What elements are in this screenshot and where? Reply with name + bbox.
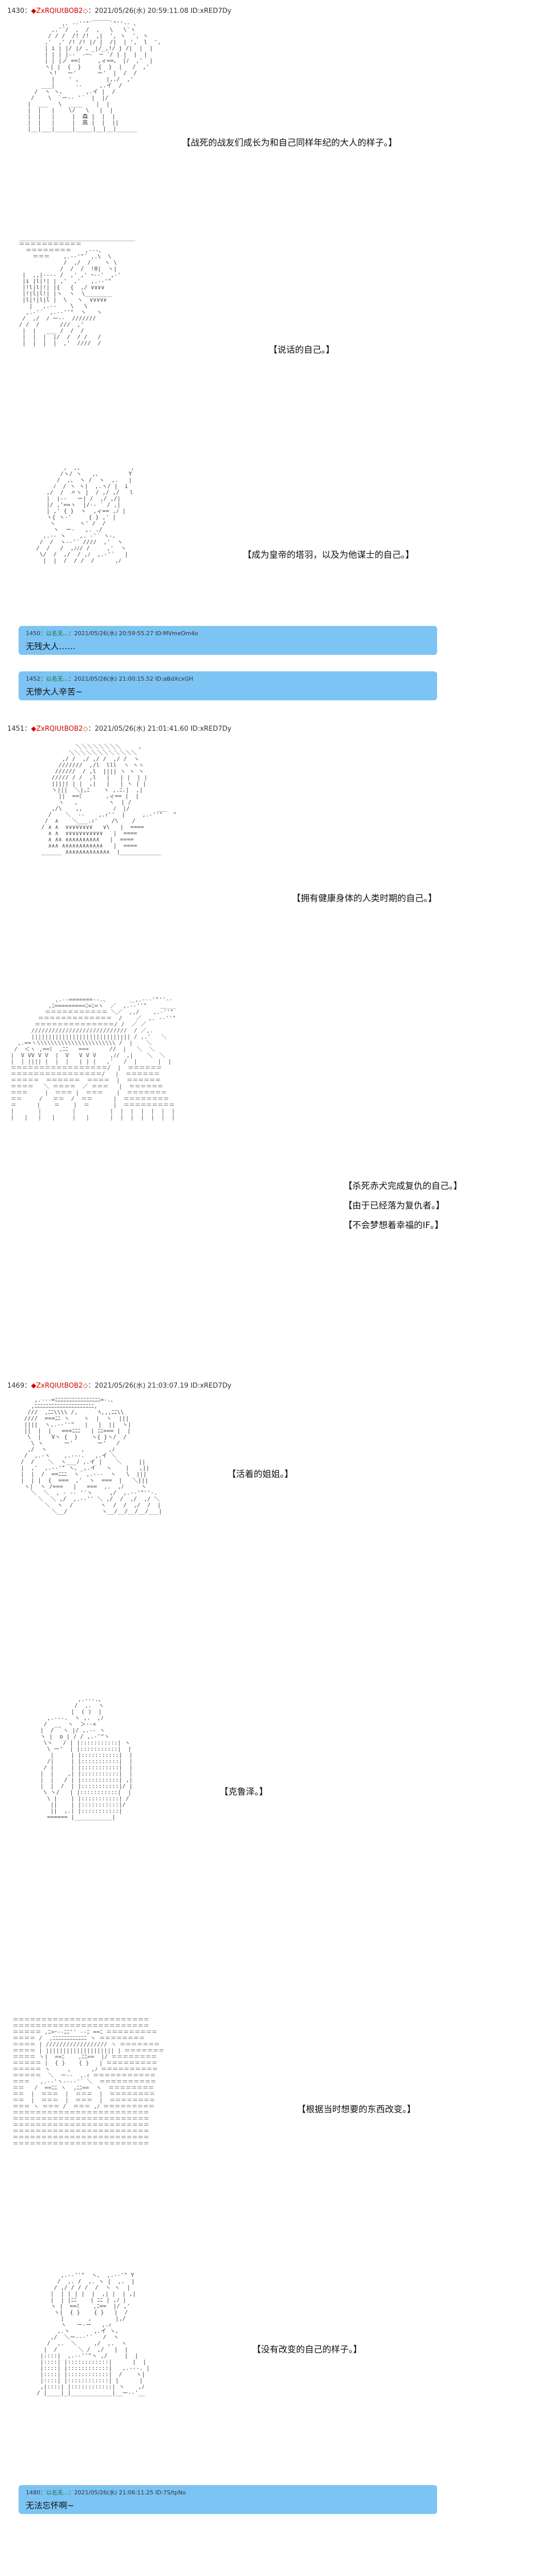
post-date: 2021/05/26(水) 21:03:07.19 ID:xRED7Dy bbox=[95, 1382, 231, 1390]
post-number: 1430 bbox=[7, 7, 25, 15]
ascii-art-figure: ,.-‐-.、 / ,. ヽ | ( ) | ,.-‐-. ヽ ,. ,ﾉ / … bbox=[40, 1696, 133, 1820]
ascii-art-figure: ,.-‐''" ヽ､ ,.-‐'" Y / ,. / ,. ヽ | ,. | /… bbox=[37, 2272, 150, 2396]
reply-meta: 1480：以名无...：2021/05/26(水) 21:06:11.25 ID… bbox=[26, 2489, 186, 2496]
ascii-art-figure: , ,、 , /ヽ/ ヽ ,、 Y / ,、 ヽ / ヽ ,. | ﾉ / ヽ … bbox=[36, 464, 134, 564]
poster-trip: ◇ bbox=[83, 7, 88, 15]
reply-box: 1480：以名无...：2021/05/26(水) 21:06:11.25 ID… bbox=[19, 2485, 437, 2514]
caption: 【克鲁泽。】 bbox=[220, 1787, 268, 1797]
reply-name[interactable]: 以名无... bbox=[46, 2489, 69, 2496]
reply-box: 1452：以名无...：2021/05/26(水) 21:00:15.52 ID… bbox=[19, 671, 437, 700]
ascii-art-figure: __________________________________ ＝＝＝＝＝… bbox=[19, 234, 135, 347]
post-number: 1469 bbox=[7, 1382, 25, 1390]
poster-trip: ◇ bbox=[83, 725, 88, 733]
reply-name[interactable]: 以名无... bbox=[46, 630, 69, 637]
caption: 【拥有健康身体的人类时期的自己。】 bbox=[292, 893, 437, 904]
caption: 【不会梦想着幸福的IF。】 bbox=[344, 1220, 444, 1231]
post-date: 2021/05/26(水) 21:01:41.60 ID:xRED7Dy bbox=[95, 725, 231, 733]
reply-meta: 1450：以名无...：2021/05/26(水) 20:59:55.27 ID… bbox=[26, 630, 198, 637]
reply-name[interactable]: 以名无... bbox=[46, 676, 69, 682]
poster-trip: ◇ bbox=[83, 1382, 88, 1390]
post-date: 2021/05/26(水) 20:59:11.08 ID:xRED7Dy bbox=[95, 7, 231, 15]
poster-name[interactable]: ◆ZxRQlUtBOB2 bbox=[31, 725, 83, 733]
reply-text: 无法忘怀啊~ bbox=[26, 2501, 74, 2510]
post-header: 1469：◆ZxRQlUtBOB2◇：2021/05/26(水) 21:03:0… bbox=[7, 1382, 231, 1390]
caption: 【杀死赤犬完成复仇的自己。】 bbox=[344, 1181, 462, 1191]
caption: 【没有改变的自己的样子。】 bbox=[252, 2345, 362, 2355]
reply-meta: 1452：以名无...：2021/05/26(水) 21:00:15.52 ID… bbox=[26, 676, 193, 682]
post-header: 1430：◆ZxRQlUtBOB2◇：2021/05/26(水) 20:59:1… bbox=[7, 7, 231, 15]
reply-text: 无残大人…… bbox=[26, 641, 76, 651]
ascii-art-figure: ,.-‐‐=ﾆﾆﾆﾆﾆﾆﾆﾆﾆﾆﾆﾆﾆﾆﾆﾆ=‐.、 ,ﾆﾆﾆﾆﾆﾆﾆﾆﾆﾆﾆﾆ… bbox=[21, 1396, 162, 1515]
caption: 【根据当时想要的东西改变。】 bbox=[297, 2104, 416, 2115]
reply-box: 1450：以名无...：2021/05/26(水) 20:59:55.27 ID… bbox=[19, 626, 437, 655]
caption: 【由于已经落为复仇者。】 bbox=[344, 1201, 445, 1211]
caption: 【说话的自己。】 bbox=[269, 345, 335, 355]
ascii-art-figure: ＝＝＝＝＝＝＝＝＝＝＝＝＝＝＝＝＝＝＝＝＝＝＝＝ ＝＝＝＝＝＝＝＝＝＝＝＝＝＝＝… bbox=[12, 2016, 164, 2147]
ascii-art-figure: ,.-‐=======-‐.、 ＿,.-‐‐'"''‐- ,ﾆ=========… bbox=[10, 996, 177, 1121]
ascii-art-figure: ,. -‐''"´￣￣￣`"''‐- 、 ,.'´/ , / , \ \`ヽ /… bbox=[27, 20, 161, 132]
caption: 【活着的姐姐。】 bbox=[227, 1469, 293, 1480]
post-header: 1451：◆ZxRQlUtBOB2◇：2021/05/26(水) 21:01:4… bbox=[7, 725, 231, 733]
reply-text: 无惨大人辛苦~ bbox=[26, 687, 83, 697]
poster-name[interactable]: ◆ZxRQlUtBOB2 bbox=[31, 1382, 83, 1390]
caption: 【成为皇帝的塔羽，以及为他谋士的自己。】 bbox=[243, 550, 414, 560]
caption: 【战死的战友们成长为和自己同样年纪的大人的样子。】 bbox=[182, 138, 397, 148]
ascii-art-figure: ＼＼＼＼＼＼＼＼ , ＼＼＼＼＼＼＼＼＼＼＼＼ ,/ / ,/ ,/ / ,/ … bbox=[41, 743, 177, 855]
poster-name[interactable]: ◆ZxRQlUtBOB2 bbox=[31, 7, 83, 15]
post-number: 1451 bbox=[7, 725, 25, 733]
